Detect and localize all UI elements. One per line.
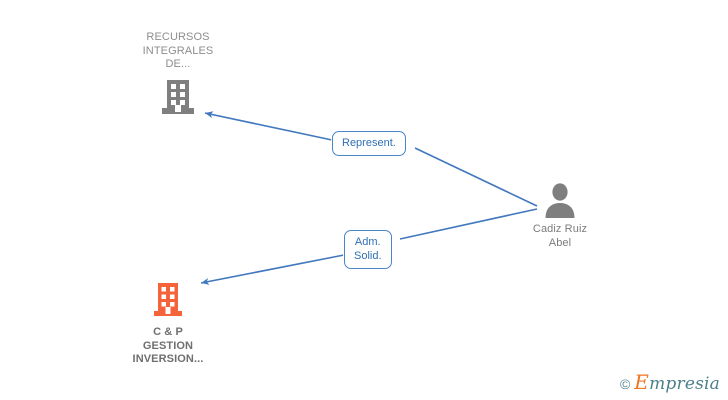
node-label-cyp: C & P GESTION INVERSION...	[132, 326, 204, 365]
node-person-cadiz-ruiz-abel[interactable]: Cadiz Ruiz Abel	[480, 182, 640, 250]
node-company-recursos[interactable]: RECURSOS INTEGRALES DE...	[98, 31, 258, 118]
edge-label-represent[interactable]: Represent.	[332, 131, 406, 156]
node-label-person: Cadiz Ruiz Abel	[532, 223, 588, 249]
edge-label-adm-solid[interactable]: Adm. Solid.	[344, 230, 392, 269]
empresia-wordmark-lead: E	[634, 370, 650, 394]
copyright-icon: ©	[619, 375, 631, 392]
building-icon	[88, 281, 248, 321]
empresia-wordmark-rest: mpresia	[649, 374, 720, 394]
empresia-wordmark: Empresia	[634, 372, 720, 394]
person-icon	[480, 182, 640, 218]
empresia-watermark: © Empresia	[619, 372, 720, 394]
node-company-cyp[interactable]: C & P GESTION INVERSION...	[88, 281, 248, 367]
node-label-recursos: RECURSOS INTEGRALES DE...	[142, 31, 214, 70]
edge-adm-to-cyp	[200, 254, 345, 285]
building-icon	[98, 78, 258, 118]
